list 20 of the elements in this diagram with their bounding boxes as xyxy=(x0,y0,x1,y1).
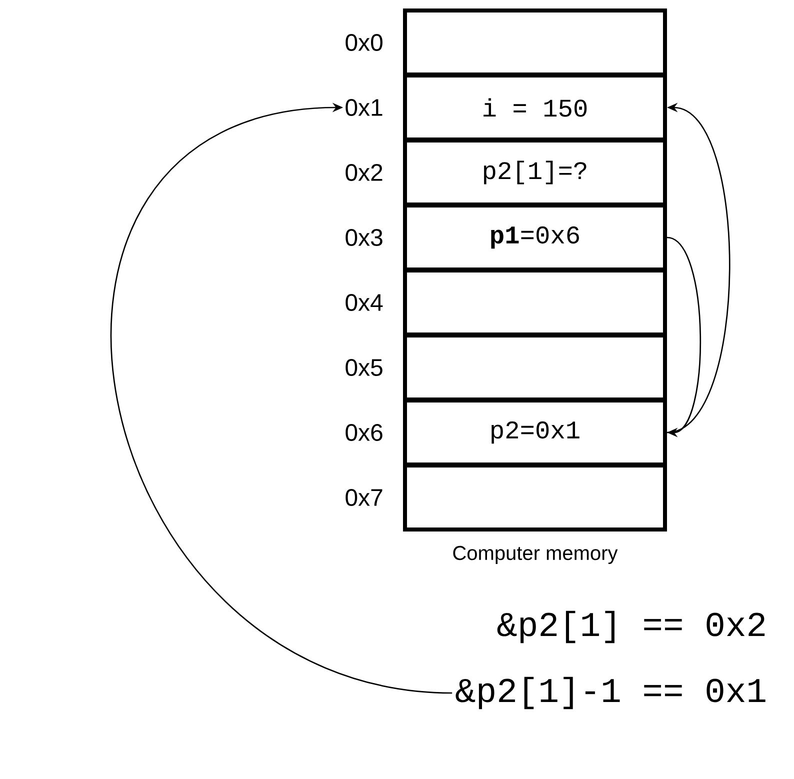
address-label: 0x1 xyxy=(346,99,382,116)
code-line: &p2[1] == 0x2 xyxy=(497,610,765,644)
address-label: 0x6 xyxy=(346,424,382,441)
memory-cell xyxy=(403,8,667,76)
arrow xyxy=(110,102,452,694)
arrow xyxy=(666,236,701,438)
memory-cell xyxy=(403,464,667,532)
memory-cell: p2[1]=? xyxy=(403,138,667,206)
address-label: 0x7 xyxy=(346,489,382,506)
address-label: 0x2 xyxy=(346,164,382,181)
address-label: 0x0 xyxy=(346,34,382,51)
memory-cell: p1=0x6 xyxy=(403,204,667,272)
address-label: 0x5 xyxy=(346,359,382,376)
address-label: 0x4 xyxy=(346,294,383,311)
code-line: &p2[1]-1 == 0x1 xyxy=(456,676,766,710)
memory-cell xyxy=(403,268,667,336)
memory-cell xyxy=(403,334,667,402)
address-label: 0x3 xyxy=(346,229,382,246)
memory-cell: i = 150 xyxy=(403,74,667,142)
memory-cell: p2=0x1 xyxy=(403,398,667,466)
